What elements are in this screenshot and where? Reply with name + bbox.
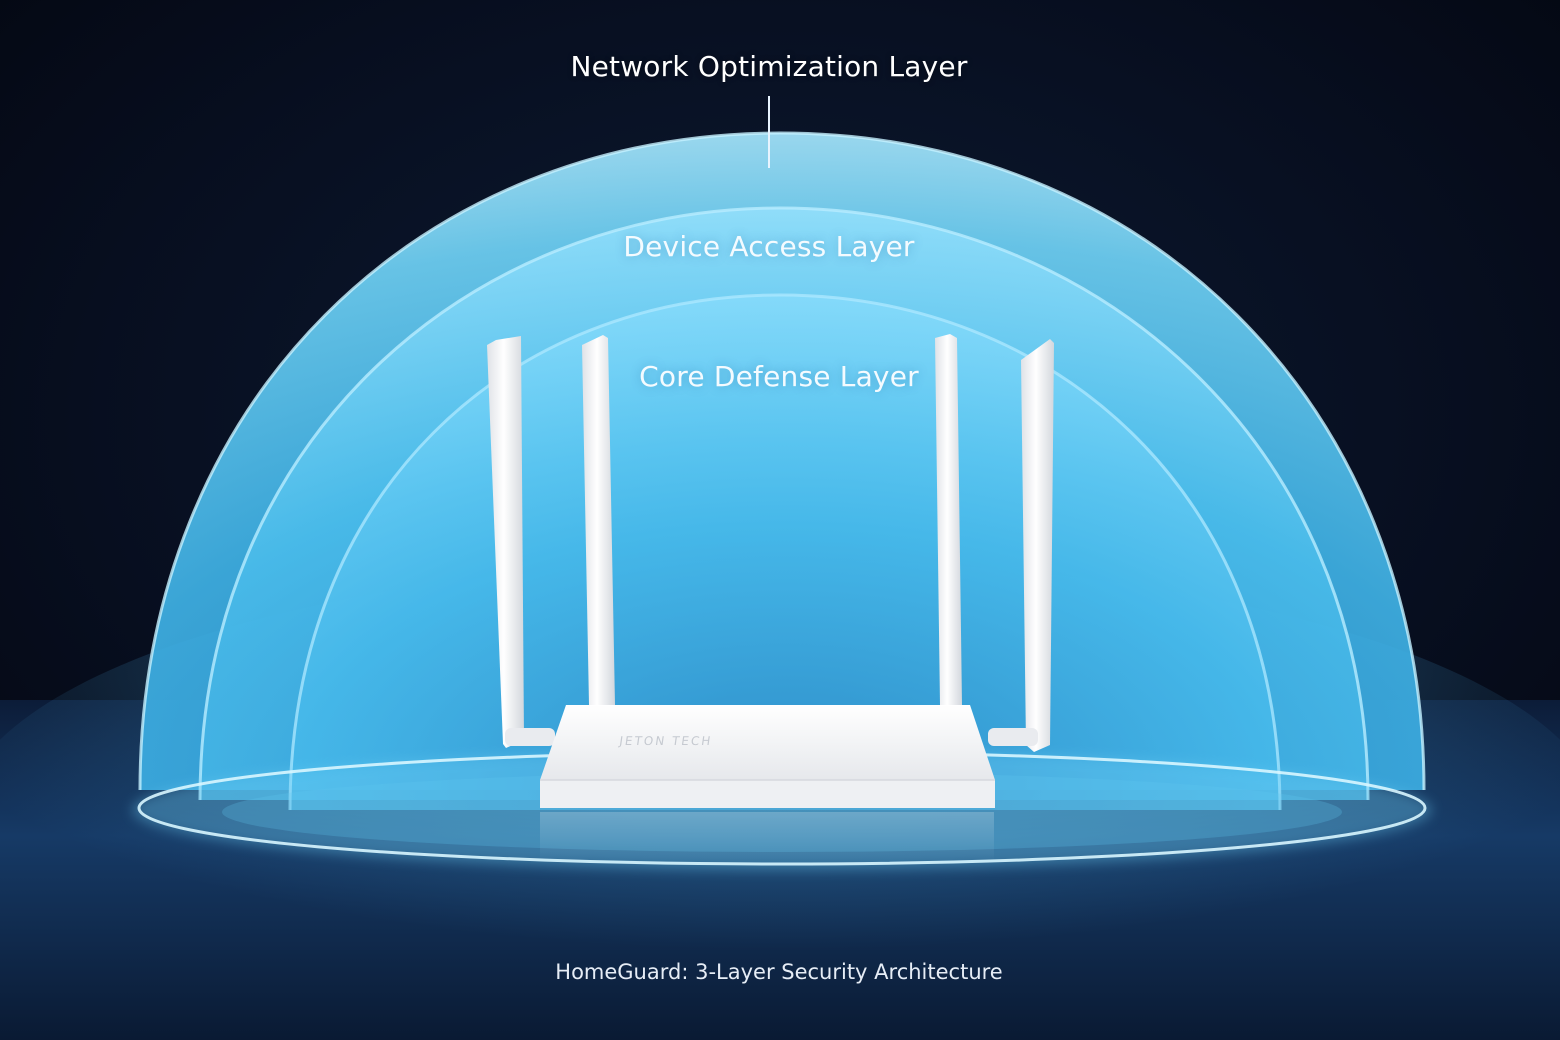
inner-dome-rim bbox=[288, 293, 1282, 811]
antenna-far-right bbox=[1021, 339, 1054, 752]
outer-dome-rim bbox=[138, 131, 1426, 791]
diagram-caption: HomeGuard: 3-Layer Security Architecture bbox=[555, 960, 1003, 984]
antenna-far-left bbox=[487, 336, 524, 748]
network-optimization-layer-label: Network Optimization Layer bbox=[570, 50, 968, 83]
router-front-face bbox=[540, 780, 995, 808]
hinge-right bbox=[988, 728, 1038, 746]
core-defense-layer-label: Core Defense Layer bbox=[639, 360, 919, 393]
router-top-surface bbox=[540, 705, 995, 780]
antenna-inner-right bbox=[935, 334, 962, 705]
router-brand-label: JETON TECH bbox=[617, 734, 713, 748]
router-antennas bbox=[487, 334, 1054, 752]
antenna-inner-left bbox=[582, 335, 615, 705]
base-ring-glow bbox=[132, 750, 1432, 870]
router-reflection bbox=[540, 812, 994, 862]
hinge-left bbox=[505, 728, 555, 746]
router-body: JETON TECH bbox=[540, 705, 995, 808]
middle-dome-rim bbox=[198, 206, 1370, 801]
device-access-layer-label: Device Access Layer bbox=[623, 230, 915, 263]
